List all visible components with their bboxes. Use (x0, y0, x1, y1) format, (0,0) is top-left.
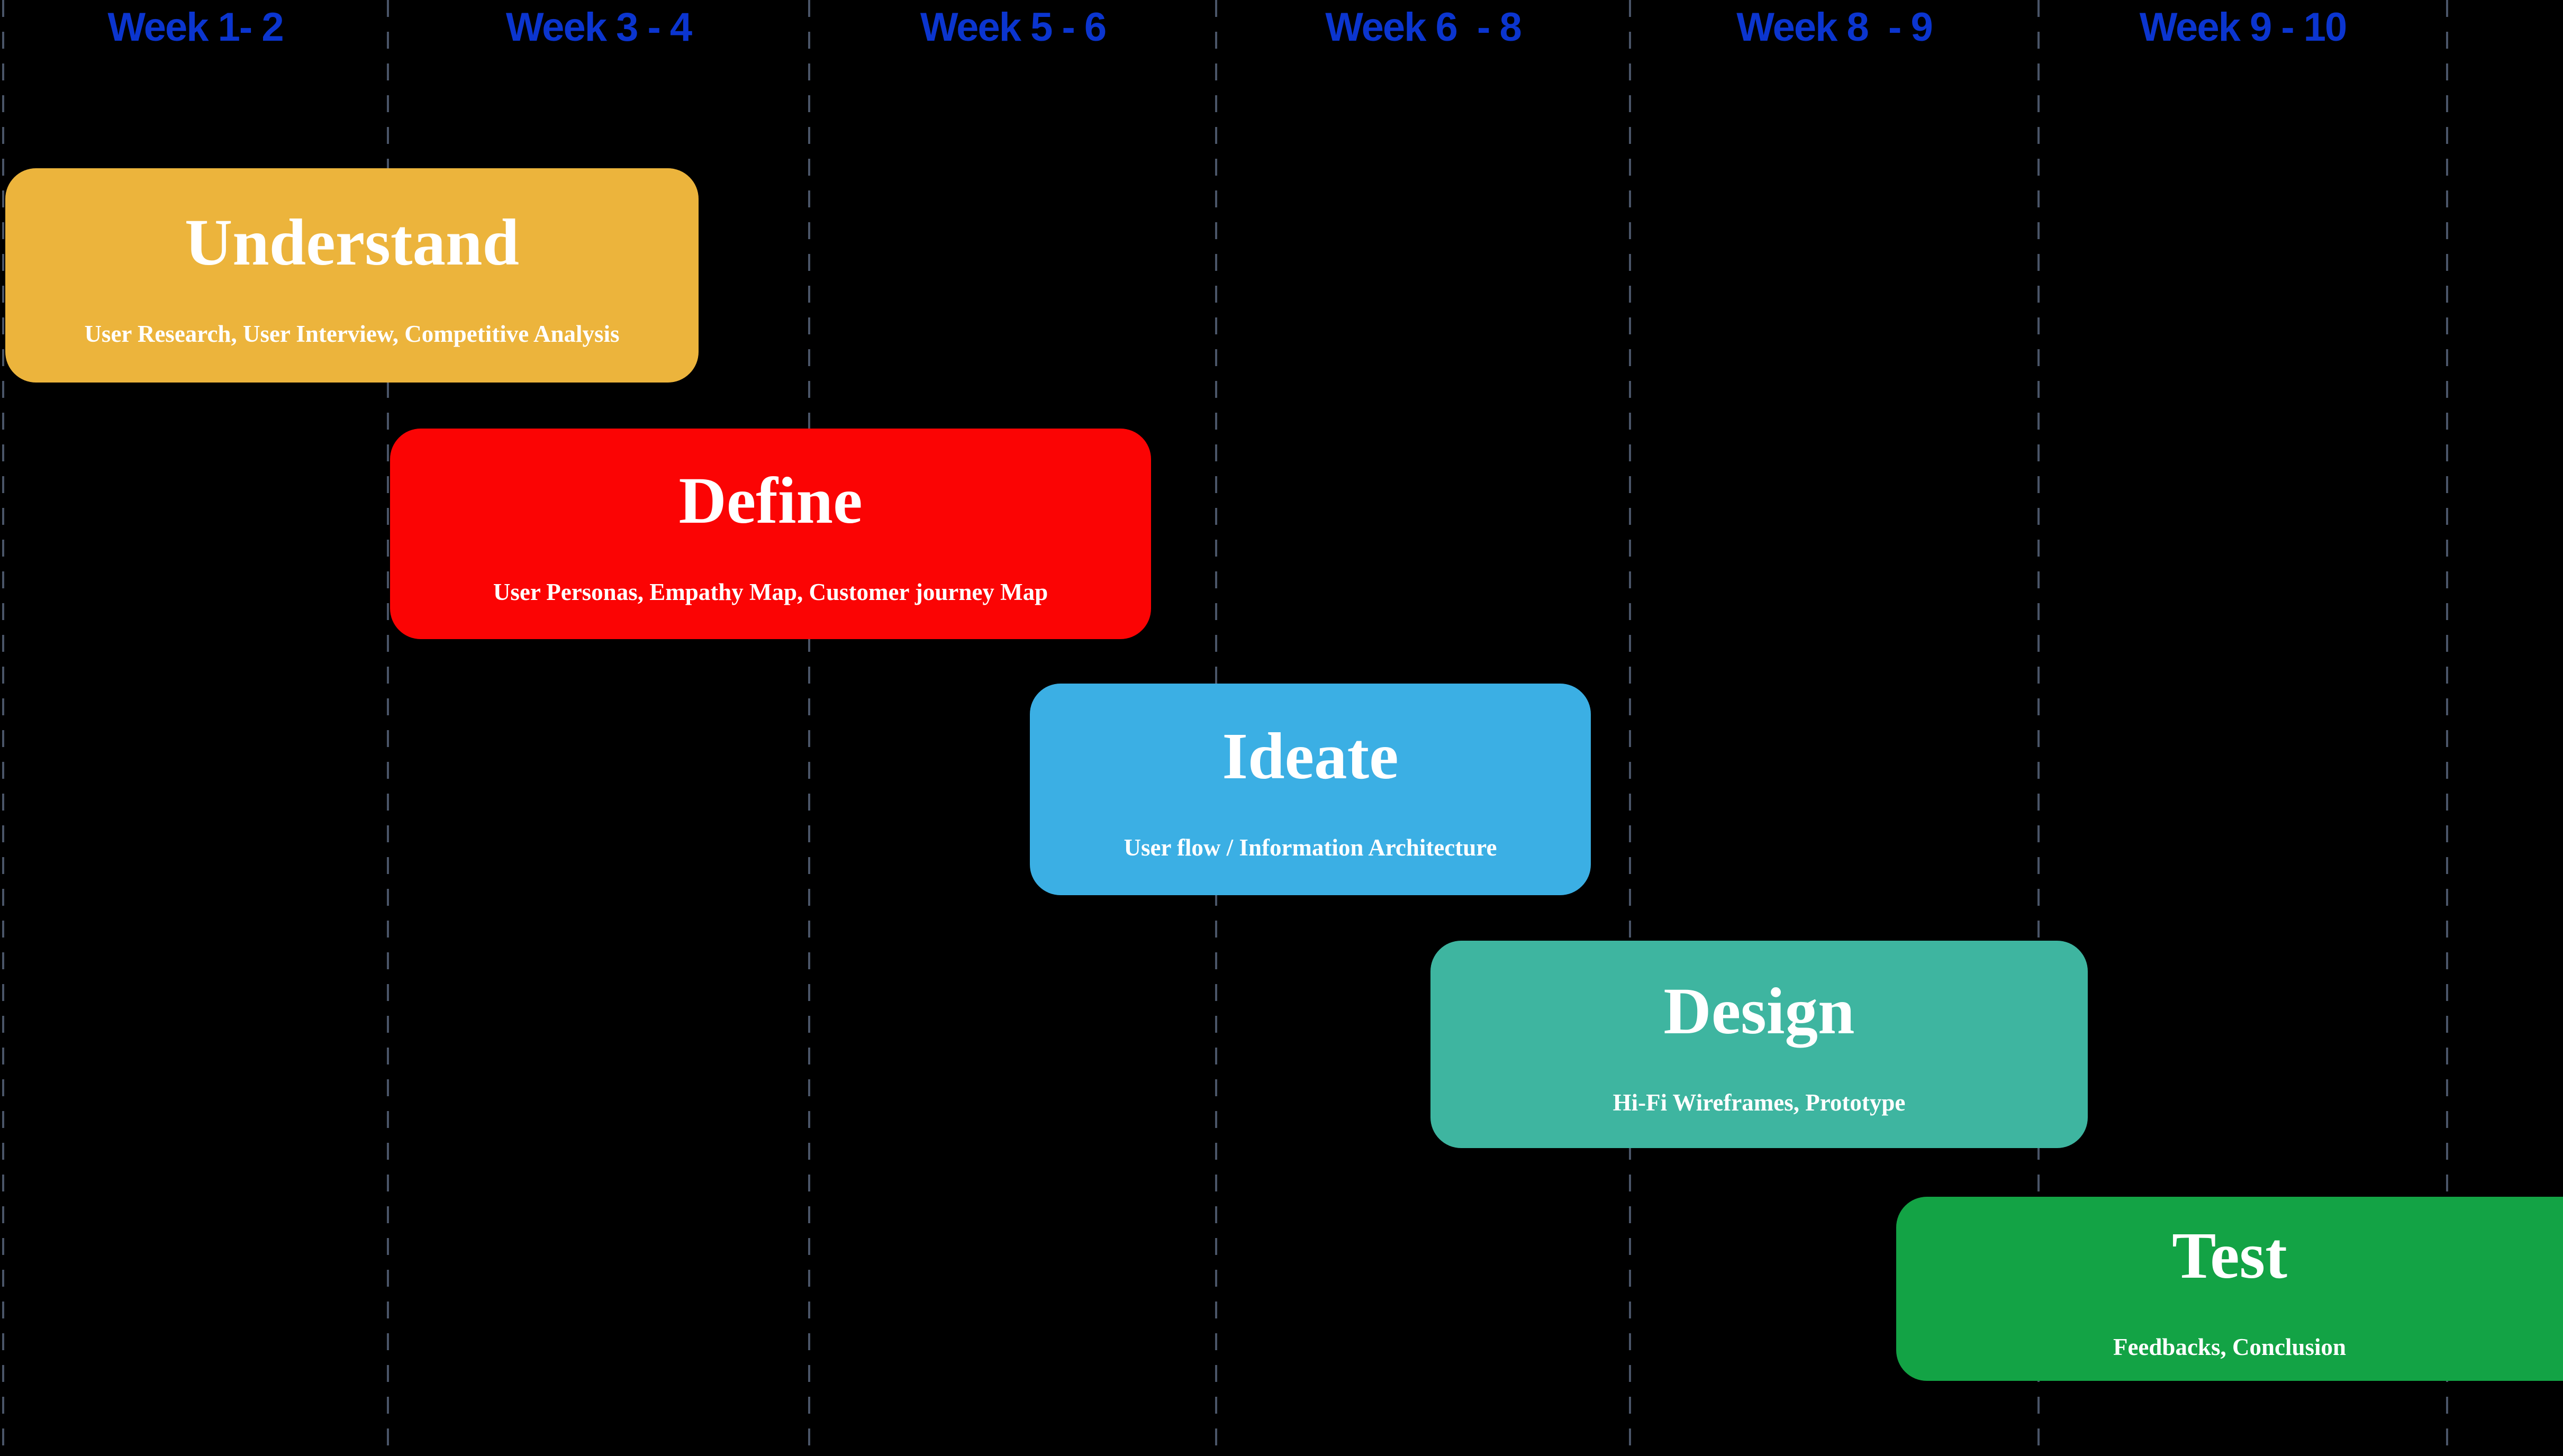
week-label-3: Week 5 - 6 (920, 5, 1107, 50)
dashed-gridline (387, 0, 389, 1456)
dashed-gridline (2446, 0, 2448, 1456)
week-label-4: Week 6 - 8 (1325, 5, 1522, 50)
phase-title: Define (678, 465, 863, 538)
phase-card-define: Define User Personas, Empathy Map, Custo… (390, 429, 1151, 639)
phase-card-understand: Understand User Research, User Interview… (5, 168, 699, 383)
phase-title: Design (1663, 975, 1855, 1048)
phase-subtitle: Feedbacks, Conclusion (2113, 1334, 2347, 1360)
week-label-1: Week 1- 2 (107, 5, 284, 50)
dashed-gridline (1629, 0, 1631, 1456)
week-label-5: Week 8 - 9 (1736, 5, 1933, 50)
dashed-gridline (2, 0, 4, 1456)
phase-subtitle: User flow / Information Architecture (1124, 834, 1497, 861)
phase-subtitle: Hi-Fi Wireframes, Prototype (1613, 1089, 1906, 1116)
week-label-6: Week 9 - 10 (2139, 5, 2348, 50)
phase-card-test: Test Feedbacks, Conclusion (1896, 1197, 2563, 1381)
dashed-gridline (2037, 0, 2040, 1456)
phase-subtitle: User Personas, Empathy Map, Customer jou… (493, 579, 1048, 605)
phase-card-design: Design Hi-Fi Wireframes, Prototype (1430, 941, 2088, 1148)
dashed-gridline (808, 0, 810, 1456)
phase-title: Test (2172, 1220, 2287, 1293)
phase-card-ideate: Ideate User flow / Information Architect… (1030, 684, 1591, 895)
week-label-2: Week 3 - 4 (505, 5, 692, 50)
phase-subtitle: User Research, User Interview, Competiti… (84, 320, 620, 347)
phase-title: Ideate (1222, 720, 1399, 793)
phase-title: Understand (184, 206, 520, 279)
